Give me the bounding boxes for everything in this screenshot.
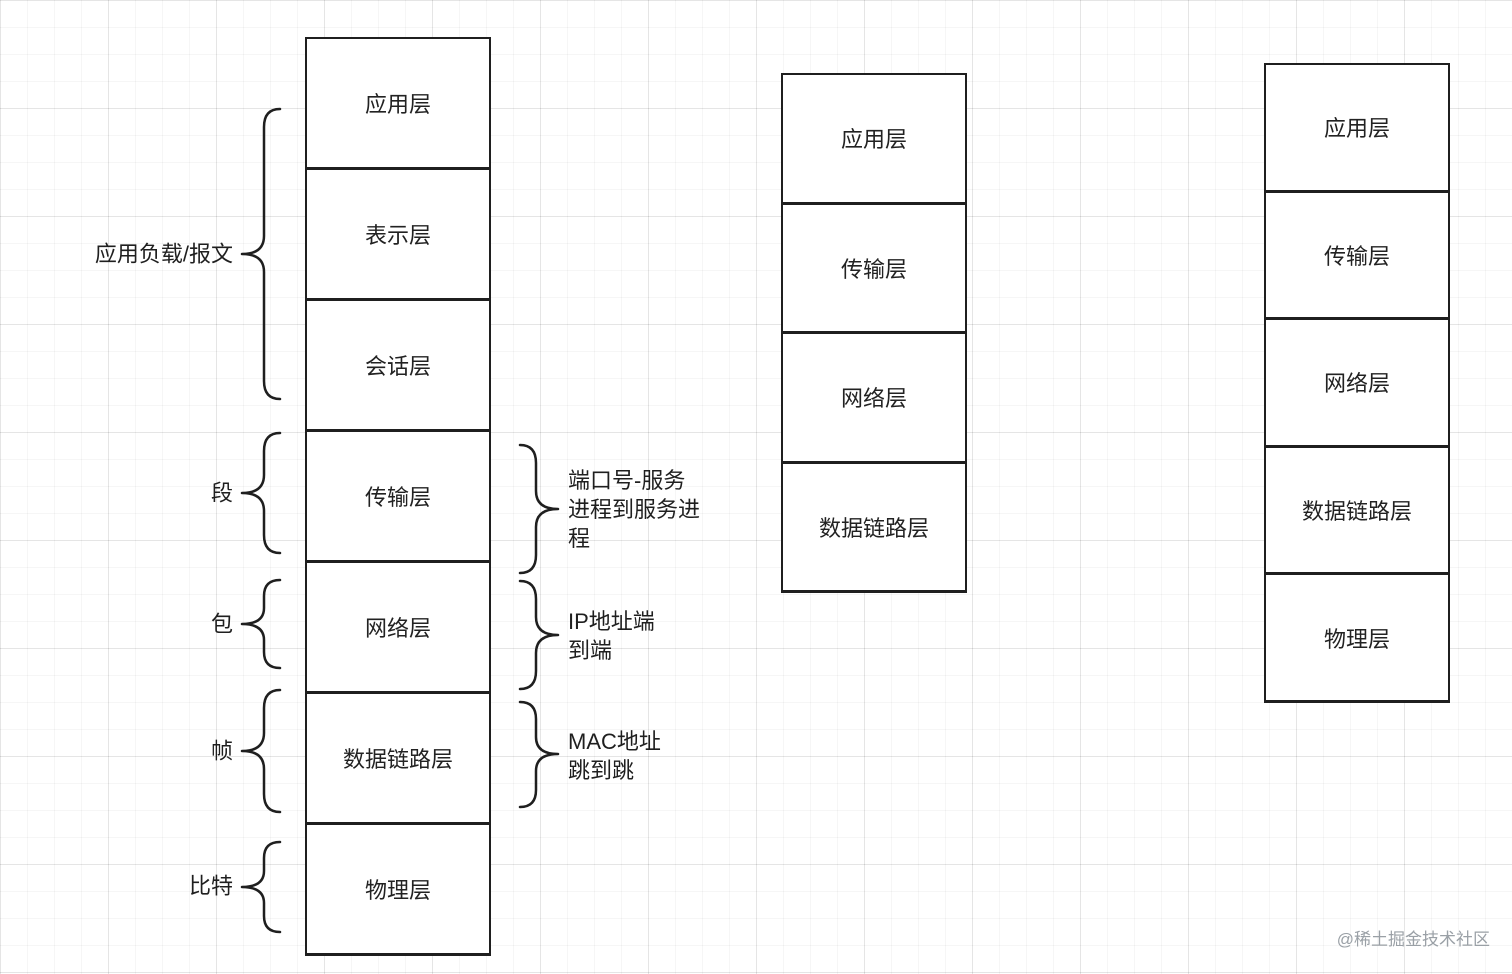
tcpip-four-layer-stack: 应用层 传输层 网络层 数据链路层	[781, 73, 967, 593]
pdu-label-physical: 比特	[188, 873, 233, 899]
four-layer-datalink: 数据链路层	[783, 463, 965, 593]
four-layer-application: 应用层	[783, 75, 965, 205]
brace-right-datalink	[518, 700, 560, 809]
five-layer-application: 应用层	[1266, 65, 1448, 193]
note-datalink: MAC地址 跳到跳	[568, 729, 661, 783]
brace-right-network	[518, 579, 560, 691]
watermark: @稀土掘金技术社区	[1336, 930, 1490, 949]
five-layer-stack: 应用层 传输层 网络层 数据链路层 物理层	[1264, 63, 1450, 703]
osi-layer-network: 网络层	[307, 563, 489, 694]
brace-left-datalink	[240, 688, 282, 814]
osi-layer-datalink: 数据链路层	[307, 694, 489, 825]
osi-layer-presentation: 表示层	[307, 170, 489, 301]
osi-seven-layer-stack: 应用层 表示层 会话层 传输层 网络层 数据链路层 物理层	[305, 37, 491, 956]
five-layer-transport: 传输层	[1266, 192, 1448, 321]
note-network: IP地址端 到端	[568, 609, 655, 663]
brace-left-network	[240, 578, 282, 670]
five-layer-datalink: 数据链路层	[1266, 447, 1448, 576]
five-layer-physical: 物理层	[1266, 575, 1448, 703]
pdu-label-datalink: 帧	[210, 738, 233, 764]
osi-layer-session: 会话层	[307, 301, 489, 432]
brace-left-application	[240, 107, 282, 401]
osi-layer-application: 应用层	[307, 39, 489, 170]
osi-layer-physical: 物理层	[307, 825, 489, 956]
four-layer-network: 网络层	[783, 334, 965, 464]
five-layer-network: 网络层	[1266, 320, 1448, 448]
four-layer-transport: 传输层	[783, 204, 965, 334]
pdu-label-transport: 段	[210, 480, 233, 506]
pdu-label-application: 应用负载/报文	[94, 241, 233, 267]
pdu-label-network: 包	[210, 611, 233, 637]
osi-layer-transport: 传输层	[307, 432, 489, 563]
note-transport: 端口号-服务 进程到服务进 程	[568, 468, 701, 551]
brace-left-transport	[240, 431, 282, 555]
brace-left-physical	[240, 840, 282, 934]
brace-right-transport	[518, 443, 560, 575]
